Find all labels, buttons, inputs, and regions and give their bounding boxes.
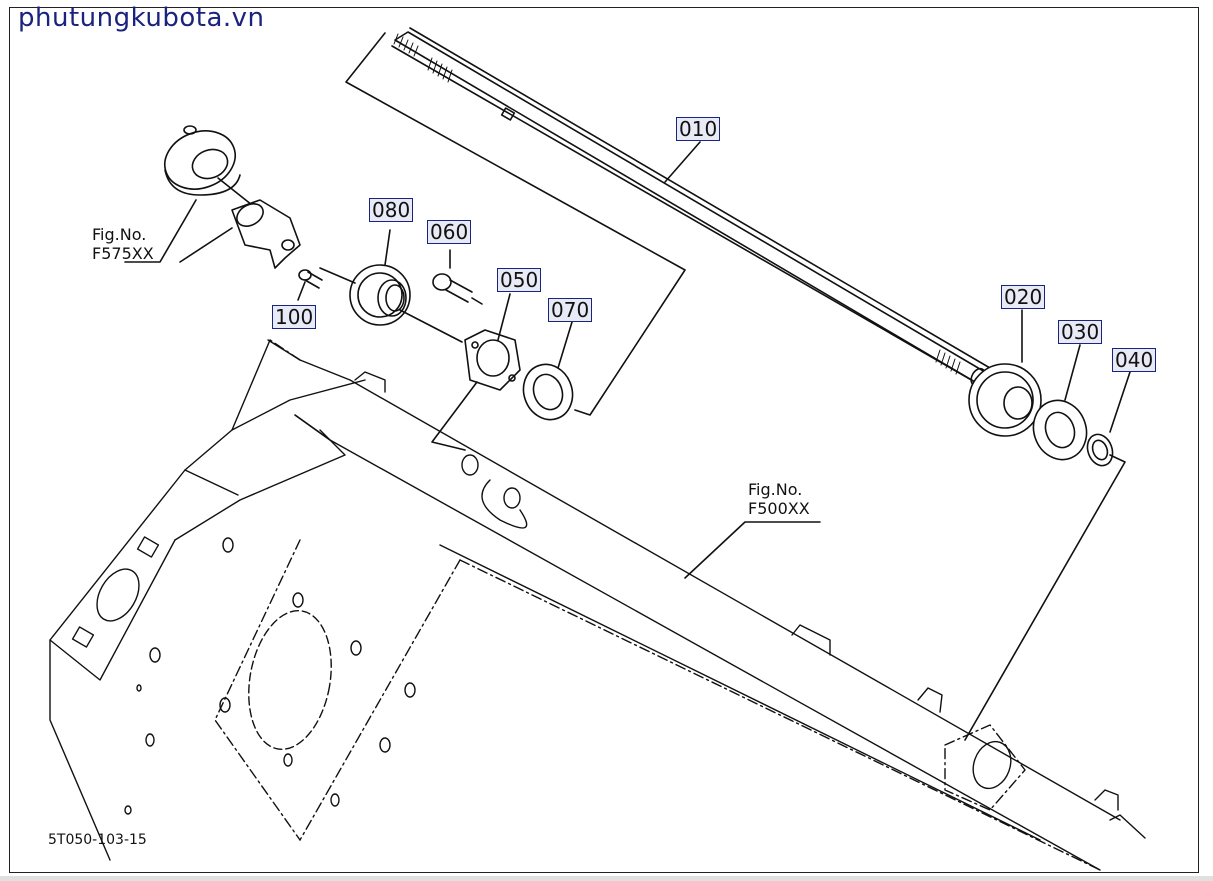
fig-ref-line2: F575XX (92, 244, 154, 264)
gear-080-drawing (349, 264, 411, 326)
fig-ref-line1: Fig.No. (748, 480, 803, 499)
drawing-number: 5T050-103-15 (48, 832, 147, 848)
bottom-strip (0, 876, 1213, 881)
part-label-030[interactable]: 030 (1058, 320, 1103, 344)
part-label-020[interactable]: 020 (1001, 285, 1046, 309)
part-label-040[interactable]: 040 (1112, 348, 1157, 372)
watermark-text: phutungkubota.vn (18, 3, 265, 33)
diagram-frame (9, 7, 1199, 873)
part-label-010[interactable]: 010 (676, 117, 721, 141)
part-label-100[interactable]: 100 (272, 305, 317, 329)
collar-drawing (164, 125, 253, 206)
bolt-100-drawing (298, 269, 323, 289)
part-label-050[interactable]: 050 (497, 268, 542, 292)
frame-chassis-drawing (49, 339, 1146, 871)
bearing-070-drawing (522, 363, 574, 421)
fig-ref-f500xx[interactable]: Fig.No. F500XX (748, 480, 810, 518)
bearing-030-drawing (1032, 399, 1088, 461)
sprocket-020-drawing (968, 363, 1042, 437)
part-label-060[interactable]: 060 (427, 220, 472, 244)
part-label-080[interactable]: 080 (369, 198, 414, 222)
fig-ref-line1: Fig.No. (92, 225, 147, 244)
part-label-070[interactable]: 070 (548, 298, 593, 322)
bolt-060-drawing (432, 273, 473, 303)
fig-ref-f575xx[interactable]: Fig.No. F575XX (92, 225, 154, 263)
fig-ref-line2: F500XX (748, 499, 810, 519)
flange-050-drawing (464, 329, 521, 391)
snapring-040-drawing (1086, 433, 1114, 467)
elbow-drawing (231, 199, 301, 269)
